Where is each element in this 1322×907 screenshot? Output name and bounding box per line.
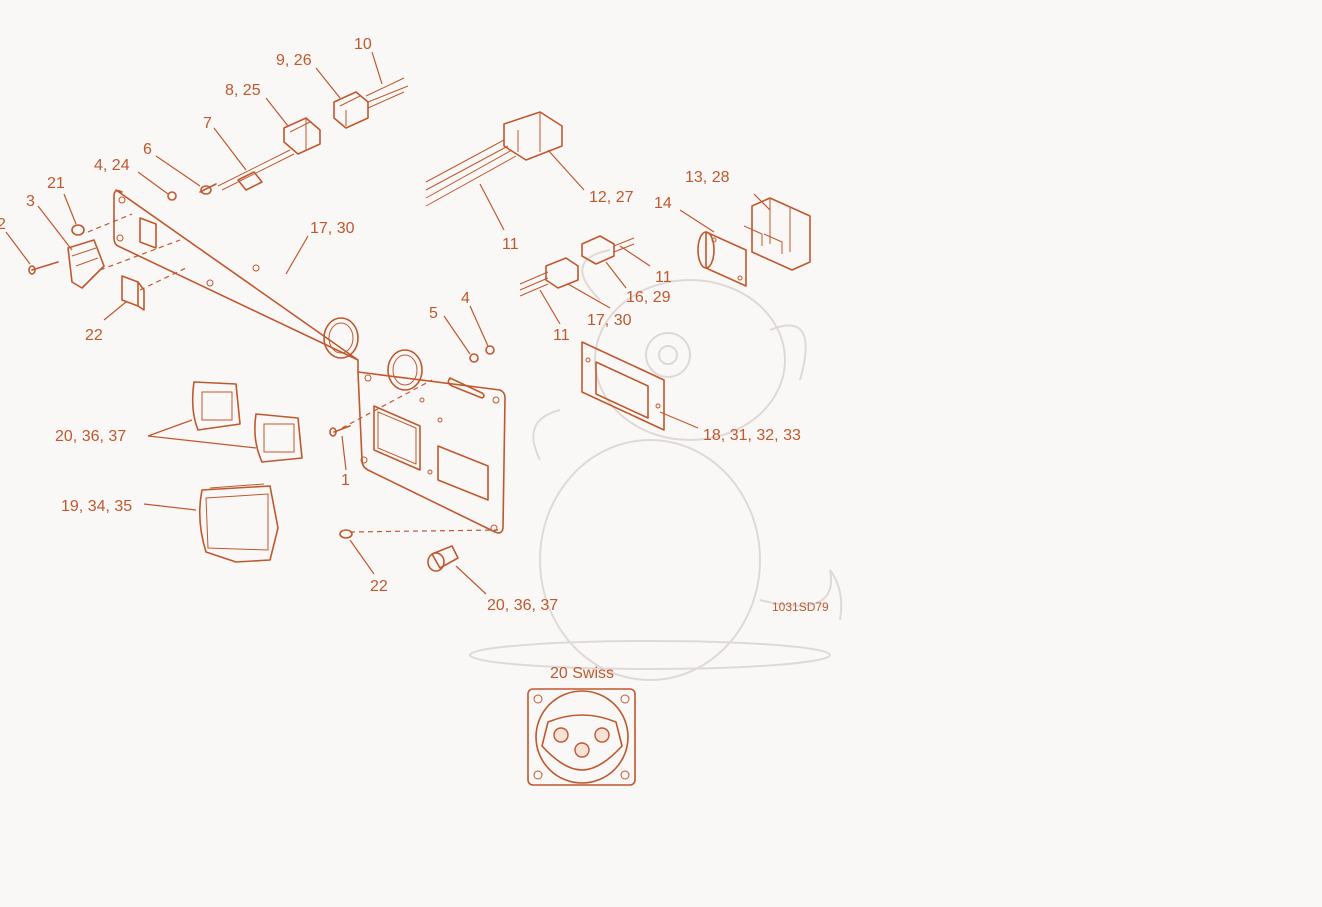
callout-12-27: 12, 27 <box>589 189 634 206</box>
harness-part-11-12-27 <box>425 111 563 207</box>
callout-19-34-35: 19, 34, 35 <box>61 498 132 515</box>
inset-title: 20 Swiss <box>550 665 614 682</box>
wire-clip-part-7 <box>217 149 295 191</box>
receptacles-part-20-36-37 <box>191 381 303 463</box>
knob-part-21 <box>427 545 459 572</box>
control-panel-plate <box>113 189 506 534</box>
callout-18-31-32-33: 18, 31, 32, 33 <box>703 427 801 444</box>
callout-17-30: 17, 30 <box>587 312 632 329</box>
receptacle-part-19-34-35 <box>198 483 279 563</box>
figure-code: 1031SD79 <box>772 600 829 614</box>
callout-9-26: 9, 26 <box>276 52 312 69</box>
callout-8-25: 8, 25 <box>225 82 261 99</box>
plug-part-22-bottom <box>339 529 353 539</box>
callout-15: 17, 30 <box>310 220 355 237</box>
connector-part-9-26 <box>333 91 369 129</box>
connector-part-17-30 <box>519 257 579 297</box>
callout-22-top: 21 <box>47 175 65 192</box>
callout-2: 2 <box>0 216 6 233</box>
cover-part-23 <box>121 275 145 311</box>
callout-11-bottom: 11 <box>553 327 570 344</box>
circuit-breakers-part-13-28 <box>743 197 811 271</box>
screw-part-2 <box>28 261 59 275</box>
plug-part-22-top <box>71 224 85 236</box>
watermark-dragon-illustration <box>469 249 843 681</box>
callout-4: 4 <box>461 290 470 307</box>
callout-23: 22 <box>85 327 103 344</box>
rocker-switch-part-3 <box>67 239 105 289</box>
terminal-part-6 <box>199 183 217 195</box>
nuts-part-4-5 <box>469 345 495 363</box>
callout-11-mid: 11 <box>655 269 672 286</box>
swiss-receptacle-inset: 20 Swiss <box>527 665 636 786</box>
nut-part-4-24 <box>167 191 177 201</box>
callout-11-top: 11 <box>502 236 519 253</box>
callout-4-24: 4, 24 <box>94 157 130 174</box>
bracket-part-14 <box>697 231 747 287</box>
callout-16-29: 16, 29 <box>626 289 671 306</box>
leader-lines <box>5 51 771 595</box>
callout-7: 7 <box>203 115 212 132</box>
callout-21: 20, 36, 37 <box>487 597 558 614</box>
callout-labels: 2 3 21 4, 24 6 7 8, 25 9, 26 10 17, 30 2… <box>0 36 829 614</box>
callout-5: 5 <box>429 305 438 322</box>
hour-meter-part-18 <box>581 341 665 431</box>
callout-6: 6 <box>143 141 152 158</box>
assembly-lines <box>87 213 499 533</box>
callout-14: 14 <box>654 195 672 212</box>
callout-10: 10 <box>354 36 372 53</box>
wire-bundle-part-10 <box>365 77 409 109</box>
callout-20-36-37: 20, 36, 37 <box>55 428 126 445</box>
screw-part-1 <box>329 425 351 437</box>
callout-3: 3 <box>26 193 35 210</box>
callout-1: 1 <box>341 472 350 489</box>
callout-22-bottom: 22 <box>370 578 388 595</box>
callout-13-28: 13, 28 <box>685 169 730 186</box>
connector-part-8-25 <box>283 117 321 155</box>
